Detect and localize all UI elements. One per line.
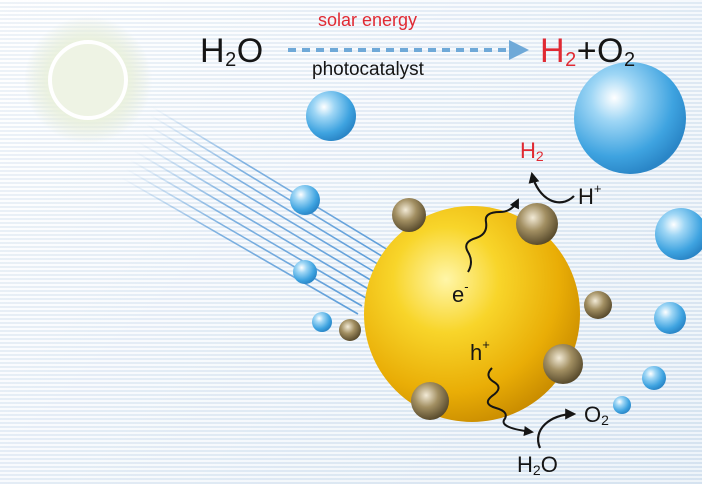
cocatalyst-bump — [543, 344, 583, 384]
bubble — [655, 208, 702, 260]
cocatalyst-bump — [516, 203, 558, 245]
oxidation-arrow — [537, 408, 577, 449]
bubble — [574, 62, 686, 174]
bubble — [613, 396, 631, 414]
water-bubbles — [290, 62, 702, 414]
bubble — [290, 185, 320, 215]
label-hole: h+ — [470, 337, 490, 365]
bubble — [306, 91, 356, 141]
product-hydrogen-oxygen: H2+O2 — [540, 32, 636, 71]
electron-path — [465, 198, 519, 273]
hole-path — [486, 367, 534, 436]
light-beam — [121, 106, 389, 315]
label-oxygen: O2 — [584, 402, 609, 428]
label-water: H2O — [517, 452, 558, 478]
arrow-label-solar-energy: solar energy — [318, 10, 418, 30]
bubble — [654, 302, 686, 334]
label-proton: H+ — [578, 181, 602, 209]
photocatalyst-particle — [339, 198, 612, 422]
cocatalyst-bump — [339, 319, 361, 341]
bubble — [293, 260, 317, 284]
reactant-water: H2O — [200, 32, 264, 71]
arrow-label-photocatalyst: photocatalyst — [312, 59, 424, 80]
cocatalyst-bump — [584, 291, 612, 319]
label-electron: e- — [452, 279, 469, 307]
bubble — [312, 312, 332, 332]
cocatalyst-bump — [411, 382, 449, 420]
label-hydrogen: H2 — [520, 138, 544, 164]
cocatalyst-bump — [392, 198, 426, 232]
sun-icon — [24, 16, 152, 144]
bubble — [642, 366, 666, 390]
reduction-arrow — [528, 171, 575, 204]
